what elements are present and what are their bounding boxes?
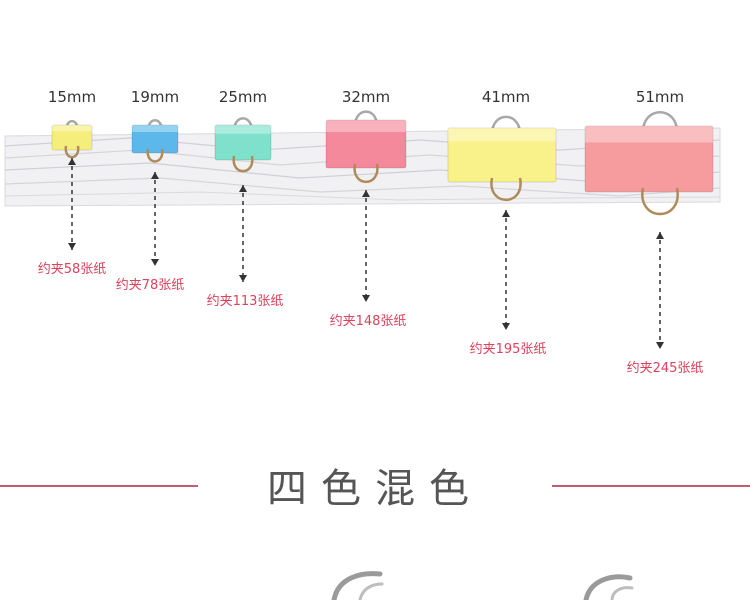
clip-body: [51, 124, 93, 151]
wire-handle-bottom: [146, 148, 164, 163]
bottom-wire-handles: [331, 571, 634, 603]
clip-highlight: [326, 120, 406, 132]
clip-highlight: [132, 125, 178, 132]
clip-highlight: [215, 125, 271, 134]
arrow-head-down: [151, 259, 159, 266]
clip-body: [131, 124, 179, 154]
clip-body: [325, 119, 407, 169]
wire-handle-bottom: [353, 163, 379, 183]
size-label: 51mm: [635, 88, 685, 106]
arrow-head-down: [239, 275, 247, 282]
arrow-head-up: [68, 158, 76, 165]
clip-highlight: [52, 125, 92, 132]
binder-clip-15mm: [51, 119, 93, 250]
arrow-head-down: [502, 323, 510, 330]
wire-handle-bottom: [490, 177, 522, 202]
arrow-head-up: [656, 232, 664, 239]
size-label: 15mm: [47, 88, 97, 106]
arrow-head-up: [151, 172, 159, 179]
binder-clip-25mm: [214, 117, 272, 282]
arrow-head-down: [68, 243, 76, 250]
binder-clip-32mm: [325, 110, 407, 302]
binder-clip-19mm: [131, 118, 179, 266]
arrow-head-up: [502, 210, 510, 217]
section-title: 四色混色: [267, 466, 483, 512]
clip-highlight: [585, 126, 713, 143]
capacity-label: 约夹58张纸: [37, 262, 107, 277]
clip-body: [214, 124, 272, 161]
arrow-head-down: [362, 295, 370, 302]
arrow-head-up: [362, 190, 370, 197]
clip-highlight: [448, 128, 556, 142]
wire-handle-bottom: [641, 187, 679, 215]
wire-handle-bottom: [232, 155, 254, 173]
arrow-head-up: [239, 185, 247, 192]
binder-clip-51mm: [584, 110, 714, 349]
size-label: 32mm: [341, 88, 391, 106]
capacity-label: 约夹78张纸: [115, 278, 185, 293]
size-label: 25mm: [218, 88, 268, 106]
clip-body: [447, 127, 557, 183]
wire-handle-bottom: [64, 145, 80, 159]
clip-body: [584, 125, 714, 193]
size-label: 19mm: [130, 88, 180, 106]
capacity-label: 约夹195张纸: [469, 342, 547, 357]
capacity-label: 约夹113张纸: [206, 294, 284, 309]
arrow-head-down: [656, 342, 664, 349]
capacity-label: 约夹148张纸: [329, 314, 407, 329]
size-label: 41mm: [481, 88, 531, 106]
binder-clip-41mm: [447, 115, 557, 330]
capacity-label: 约夹245张纸: [626, 361, 704, 376]
wire-handle-top: [641, 110, 679, 133]
